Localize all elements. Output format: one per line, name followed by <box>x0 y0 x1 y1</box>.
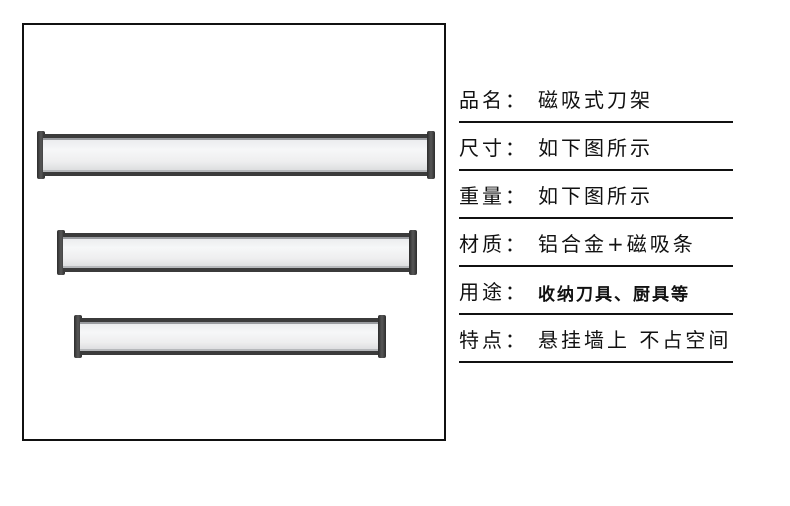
rack-magnetic-bar <box>43 134 429 176</box>
spec-separator: ： <box>505 328 528 352</box>
spec-row-material: 材质： 铝合金+磁吸条 <box>459 219 733 267</box>
spec-label: 尺寸 <box>459 136 505 160</box>
spec-separator: ： <box>505 280 528 304</box>
spec-separator: ： <box>505 184 528 208</box>
spec-value: 收纳刀具、厨具等 <box>538 285 690 305</box>
spec-label: 品名 <box>459 88 505 112</box>
knife-rack-long <box>37 131 435 179</box>
spec-label: 材质 <box>459 232 505 256</box>
spec-separator: ： <box>505 88 528 112</box>
spec-value: 如下图所示 <box>538 136 653 160</box>
spec-value: 悬挂墙上 不占空间 <box>538 328 732 352</box>
spec-label: 重量 <box>459 184 505 208</box>
knife-rack-medium <box>57 230 417 275</box>
spec-row-size: 尺寸： 如下图所示 <box>459 123 733 171</box>
spec-label: 特点 <box>459 328 505 352</box>
rack-end-cap-right <box>409 230 417 275</box>
product-image-frame <box>22 23 446 441</box>
rack-end-cap-right <box>427 131 435 179</box>
knife-rack-short <box>74 315 386 358</box>
spec-row-weight: 重量： 如下图所示 <box>459 171 733 219</box>
spec-label: 用途 <box>459 280 505 304</box>
rack-magnetic-bar <box>80 318 380 355</box>
rack-end-cap-right <box>378 315 386 358</box>
rack-end-cap-left <box>74 315 82 358</box>
rack-magnetic-bar <box>63 233 411 272</box>
rack-end-cap-left <box>57 230 65 275</box>
spec-row-usage: 用途： 收纳刀具、厨具等 <box>459 267 733 315</box>
spec-value: 磁吸式刀架 <box>538 88 653 112</box>
spec-row-feature: 特点： 悬挂墙上 不占空间 <box>459 315 733 363</box>
spec-value: 铝合金+磁吸条 <box>538 232 696 256</box>
spec-list: 品名：磁吸式刀架 尺寸：如下图所示 重量：如下图所示 材质：铝合金+磁吸条 用途… <box>459 75 733 363</box>
spec-row-name: 品名： 磁吸式刀架 <box>459 75 733 123</box>
rack-end-cap-left <box>37 131 45 179</box>
spec-separator: ： <box>505 232 528 256</box>
spec-value: 如下图所示 <box>538 184 653 208</box>
spec-separator: ： <box>505 136 528 160</box>
